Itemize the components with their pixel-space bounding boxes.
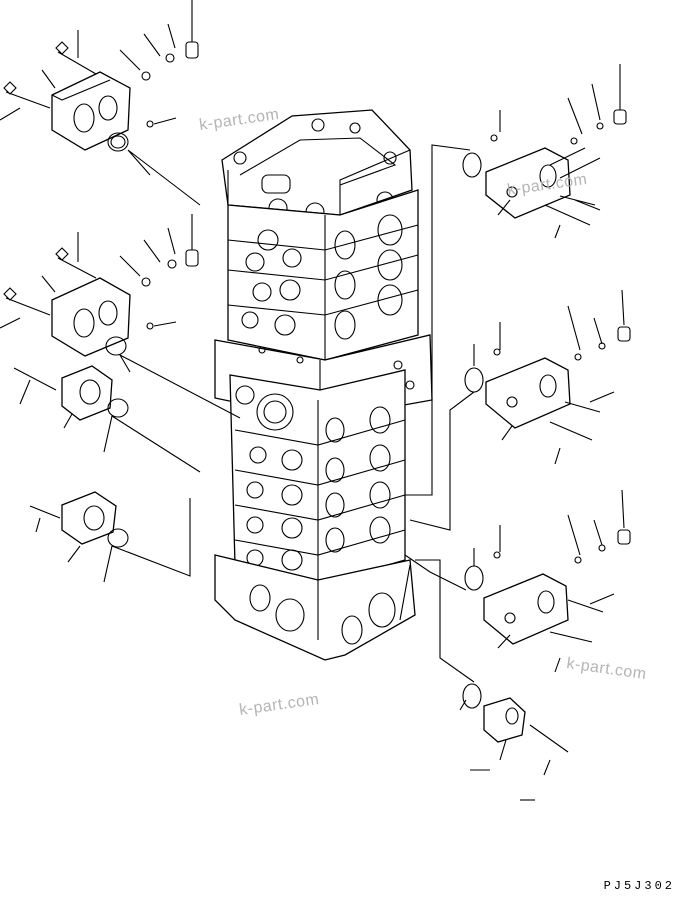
watermark-text: k-part.com	[565, 655, 647, 683]
watermark-text: k-part.com	[238, 691, 320, 719]
left-parts-group	[0, 0, 241, 583]
control-valve-body	[214, 109, 433, 661]
right-parts-group	[404, 64, 631, 801]
watermark-text: k-part.com	[198, 106, 280, 134]
drawing-code: PJ5J302	[603, 879, 675, 893]
